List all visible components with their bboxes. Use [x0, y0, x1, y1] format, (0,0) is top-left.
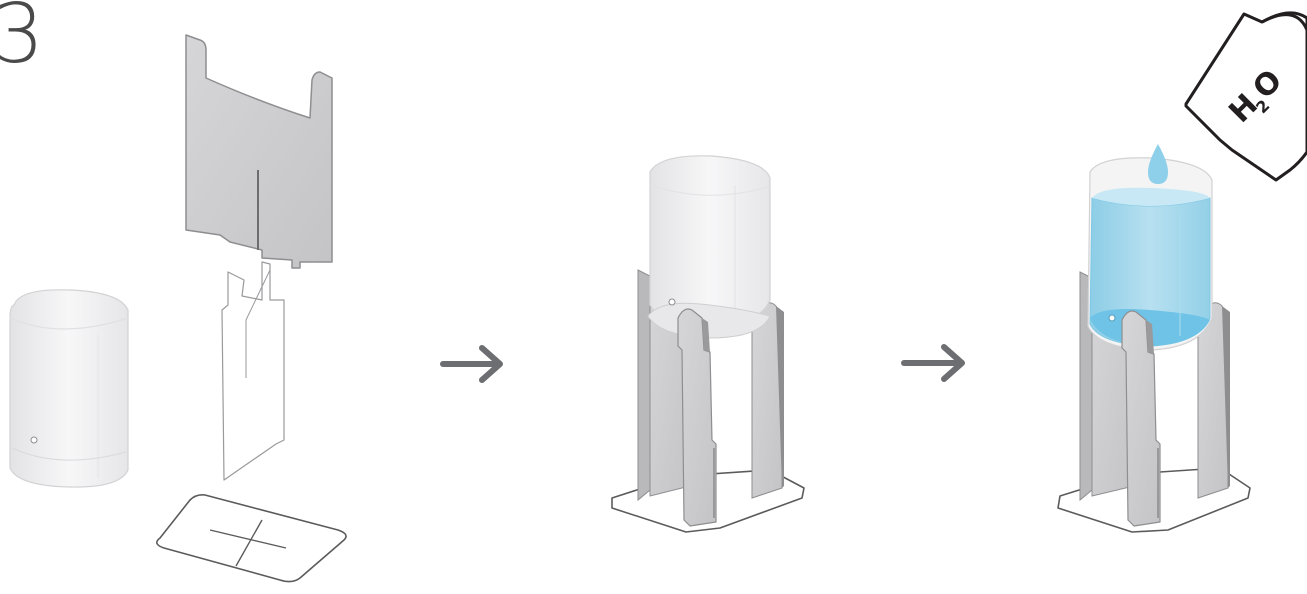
back-panel-part	[186, 35, 332, 268]
base-plate-part	[157, 495, 346, 582]
arrow-right-icon	[443, 348, 500, 380]
step-number: 3	[0, 0, 42, 76]
assembled-stand-empty	[612, 156, 804, 532]
arrow-right-icon	[904, 347, 962, 379]
water-droplet-icon	[1148, 144, 1168, 184]
front-panel-part-outline	[222, 262, 284, 480]
separate-water-container	[10, 290, 128, 487]
water-pitcher-icon: H 2 O	[1186, 13, 1307, 180]
assembled-stand-filled	[1058, 158, 1250, 532]
